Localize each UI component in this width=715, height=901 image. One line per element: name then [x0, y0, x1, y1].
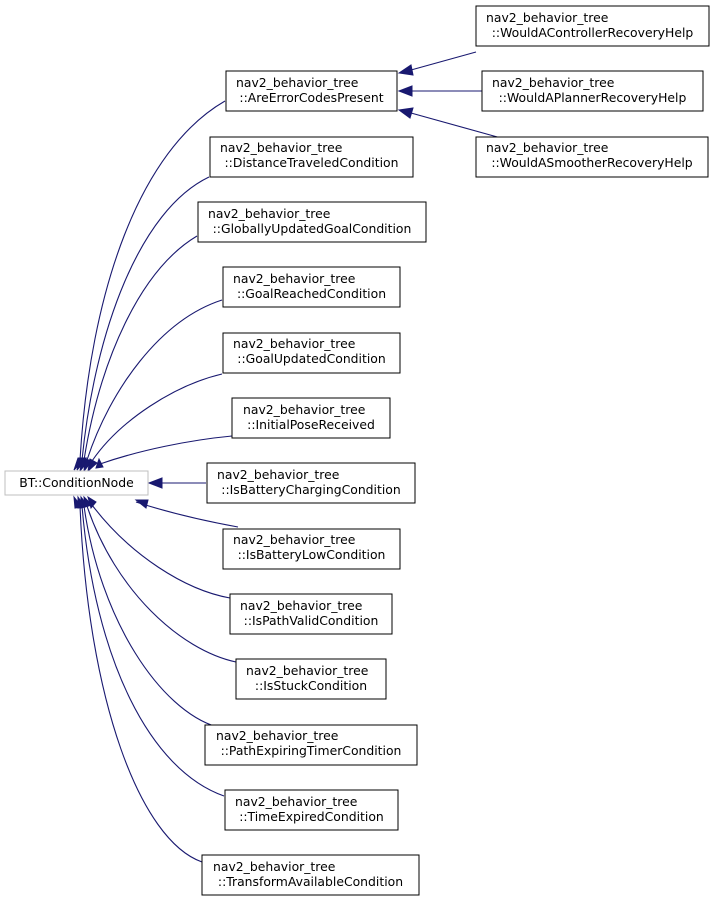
node-path-expiring-timer-condition[interactable]: nav2_behavior_tree ::PathExpiringTimerCo… — [204, 724, 418, 766]
node-time-expired-condition[interactable]: nav2_behavior_tree ::TimeExpiredConditio… — [224, 789, 399, 831]
arrow-head-transform-available-condition — [73, 495, 83, 509]
edge-is-path-valid-condition — [91, 504, 231, 599]
node-box — [222, 332, 401, 374]
edge-are-error-codes-present — [79, 100, 226, 461]
node-namespace: nav2_behavior_tree — [492, 75, 614, 90]
node-class-name: ::WouldASmootherRecoveryHelp — [491, 155, 692, 170]
node-box — [201, 854, 420, 896]
edge-globally-updated-goal-condition — [83, 235, 198, 461]
node-class-name: ::TimeExpiredCondition — [239, 809, 384, 824]
edge-initial-pose-received — [99, 435, 233, 465]
node-class-name: ::AreErrorCodesPresent — [239, 90, 383, 105]
edge-distance-traveled-condition — [81, 176, 210, 461]
node-box — [197, 201, 427, 243]
node-box — [204, 724, 418, 766]
node-distance-traveled-condition[interactable]: nav2_behavior_tree ::DistanceTraveledCon… — [209, 136, 414, 178]
node-transform-available-condition[interactable]: nav2_behavior_tree ::TransformAvailableC… — [201, 854, 420, 896]
edge-goal-updated-condition — [91, 373, 223, 462]
arrow-head-initial-pose-received — [95, 457, 104, 469]
inheritance-edges — [79, 51, 502, 863]
node-namespace: nav2_behavior_tree — [486, 140, 608, 155]
node-would-a-smoother-recovery-help[interactable]: nav2_behavior_tree ::WouldASmootherRecov… — [475, 136, 709, 178]
node-class-name: ::IsStuckCondition — [255, 678, 367, 693]
node-initial-pose-received[interactable]: nav2_behavior_tree ::InitialPoseReceived — [231, 397, 391, 439]
edge-is-stuck-condition — [86, 505, 237, 663]
node-box — [231, 397, 391, 439]
node-namespace: nav2_behavior_tree — [233, 271, 355, 286]
edge-would-a-smoother-recovery-help — [410, 112, 502, 139]
node-class-name: ::DistanceTraveledCondition — [225, 155, 399, 170]
node-bt-condition-node[interactable]: BT::ConditionNode — [4, 470, 149, 496]
node-box — [4, 470, 149, 496]
node-namespace: nav2_behavior_tree — [240, 598, 362, 613]
node-would-a-controller-recovery-help[interactable]: nav2_behavior_tree ::WouldAControllerRec… — [475, 5, 710, 47]
node-label: BT::ConditionNode — [19, 475, 134, 490]
node-class-name: ::IsBatteryChargingCondition — [221, 482, 400, 497]
node-namespace: nav2_behavior_tree — [233, 336, 355, 351]
node-namespace: nav2_behavior_tree — [216, 728, 338, 743]
node-box — [224, 789, 399, 831]
node-box — [206, 462, 416, 504]
node-box — [225, 70, 398, 112]
node-box — [475, 5, 710, 47]
node-namespace: nav2_behavior_tree — [235, 794, 357, 809]
node-namespace: nav2_behavior_tree — [220, 140, 342, 155]
arrow-head-goal-updated-condition — [87, 458, 98, 473]
node-class-name: ::GoalReachedCondition — [237, 286, 386, 301]
node-goal-updated-condition[interactable]: nav2_behavior_tree ::GoalUpdatedConditio… — [222, 332, 401, 374]
node-are-error-codes-present[interactable]: nav2_behavior_tree ::AreErrorCodesPresen… — [225, 70, 398, 112]
node-class-name: ::InitialPoseReceived — [247, 417, 375, 432]
edge-path-expiring-timer-condition — [83, 505, 218, 728]
node-namespace: nav2_behavior_tree — [486, 10, 608, 25]
node-box — [222, 266, 401, 308]
node-class-name: ::IsBatteryLowCondition — [238, 547, 386, 562]
edge-transform-available-condition — [79, 505, 203, 863]
node-namespace: nav2_behavior_tree — [246, 663, 368, 678]
arrow-head-would-a-planner-recovery-help — [397, 85, 413, 97]
node-class-name: ::TransformAvailableCondition — [218, 874, 403, 889]
arrow-head-would-a-smoother-recovery-help — [397, 107, 414, 119]
node-namespace: nav2_behavior_tree — [233, 532, 355, 547]
node-class-name: ::WouldAControllerRecoveryHelp — [492, 25, 694, 40]
edge-goal-reached-condition — [86, 299, 223, 461]
arrow-heads — [73, 64, 414, 510]
node-namespace: nav2_behavior_tree — [217, 467, 339, 482]
node-class-name: ::IsPathValidCondition — [244, 613, 379, 628]
arrow-head-is-battery-charging-condition — [147, 477, 163, 489]
node-goal-reached-condition[interactable]: nav2_behavior_tree ::GoalReachedConditio… — [222, 266, 401, 308]
node-box — [235, 658, 387, 700]
node-namespace: nav2_behavior_tree — [208, 206, 330, 221]
node-class-name: ::PathExpiringTimerCondition — [221, 743, 402, 758]
edge-would-a-controller-recovery-help — [410, 51, 477, 71]
node-class-name: ::WouldAPlannerRecoveryHelp — [499, 90, 687, 105]
node-class-name: ::GoalUpdatedCondition — [237, 351, 385, 366]
node-box — [222, 528, 401, 570]
node-namespace: nav2_behavior_tree — [236, 75, 358, 90]
node-globally-updated-goal-condition[interactable]: nav2_behavior_tree ::GloballyUpdatedGoal… — [197, 201, 427, 243]
node-namespace: nav2_behavior_tree — [243, 402, 365, 417]
node-box — [475, 136, 709, 178]
node-box — [209, 136, 414, 178]
arrow-head-is-battery-low-condition — [134, 499, 149, 509]
node-box — [481, 70, 704, 112]
node-is-path-valid-condition[interactable]: nav2_behavior_tree ::IsPathValidConditio… — [229, 593, 393, 635]
arrow-head-would-a-controller-recovery-help — [397, 64, 414, 76]
edge-time-expired-condition — [81, 505, 225, 797]
node-namespace: nav2_behavior_tree — [213, 859, 335, 874]
node-would-a-planner-recovery-help[interactable]: nav2_behavior_tree ::WouldAPlannerRecove… — [481, 70, 704, 112]
node-is-stuck-condition[interactable]: nav2_behavior_tree ::IsStuckCondition — [235, 658, 387, 700]
node-box — [229, 593, 393, 635]
node-is-battery-charging-condition[interactable]: nav2_behavior_tree ::IsBatteryChargingCo… — [206, 462, 416, 504]
node-class-name: ::GloballyUpdatedGoalCondition — [213, 221, 412, 236]
node-is-battery-low-condition[interactable]: nav2_behavior_tree ::IsBatteryLowConditi… — [222, 528, 401, 570]
